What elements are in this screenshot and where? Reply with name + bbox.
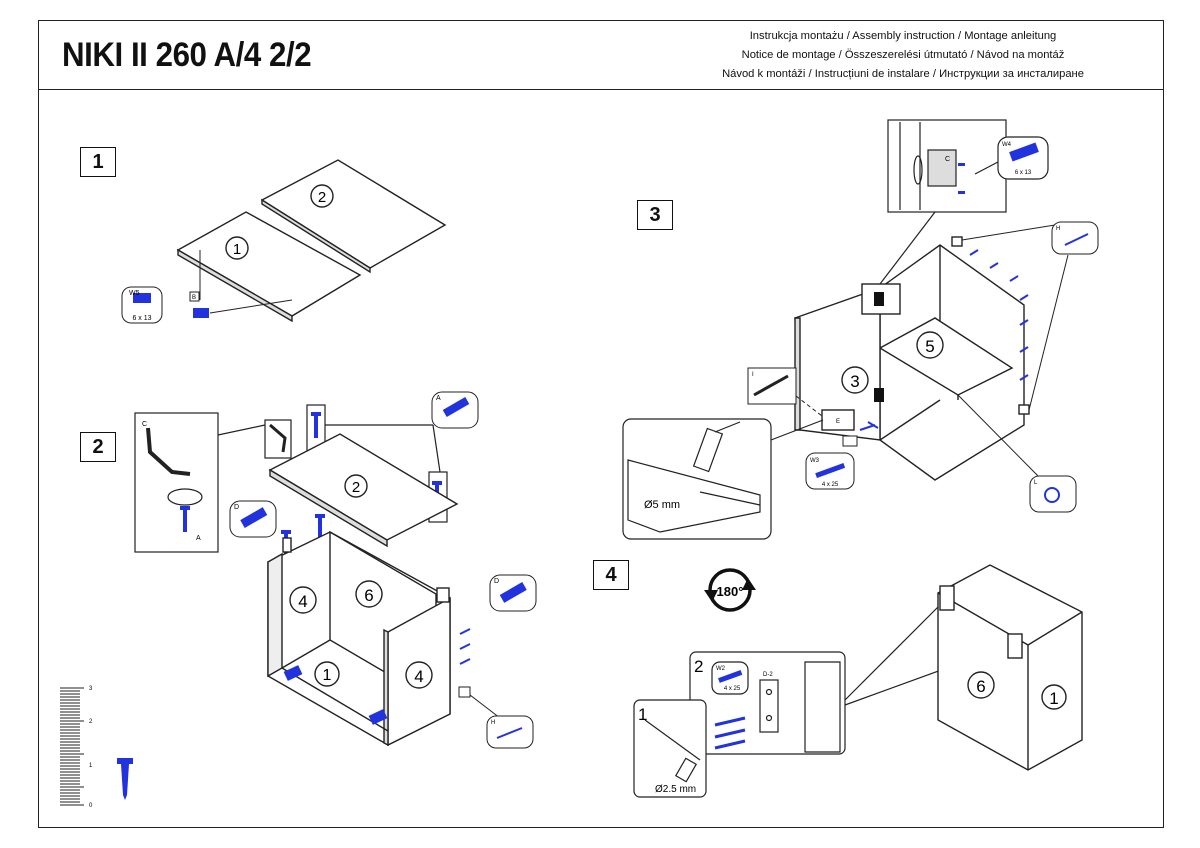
- step2-cabinet-box: [267, 530, 451, 747]
- step1-b-code: B: [192, 295, 196, 301]
- step4-sub1-label: 1: [638, 705, 647, 724]
- step4-w2-code: W2: [716, 666, 726, 672]
- step3-hinges: [874, 292, 884, 402]
- step3-w3-code: W3: [810, 458, 820, 464]
- step1-panel-1: [176, 211, 362, 323]
- step2-panel-6-label: 6: [364, 586, 373, 605]
- step2-a-code: A: [196, 535, 201, 542]
- step2-d2-label: D: [494, 578, 499, 585]
- step2-callout-c: [134, 404, 448, 553]
- step2-hardware-a: [431, 391, 479, 429]
- rotate-180-label: 180°: [717, 584, 744, 599]
- ruler-tick-label: 0: [89, 803, 93, 809]
- step3-e-label: E: [836, 419, 840, 425]
- step1-w5-size: 6 x 13: [132, 315, 151, 322]
- step-number-4: 4: [593, 560, 629, 590]
- step-number-1: 1: [80, 147, 116, 177]
- ruler-tick-label: 1: [89, 763, 93, 769]
- step3-hardware-l: [957, 394, 1077, 513]
- step1-panel-2: [260, 159, 447, 274]
- step2-panel-4-right-label: 4: [414, 667, 423, 686]
- step4-d2-label: D-2: [763, 672, 773, 678]
- subtitle-line: Návod k montáži / Instrucțiuni de instal…: [722, 68, 1084, 80]
- step4-panel-6-label: 6: [976, 677, 985, 696]
- step4-w2-size: 4 x 25: [724, 686, 741, 692]
- step4-drill-size: Ø2.5 mm: [655, 784, 696, 795]
- step3-h-label: H: [1056, 226, 1060, 232]
- step4-sub2-label: 2: [694, 657, 703, 676]
- step1-hardware: [121, 250, 293, 324]
- step3-panel-5-label: 5: [925, 337, 934, 356]
- step1-panel-2-label: 2: [318, 189, 326, 206]
- subtitle-line: Instrukcja montażu / Assembly instructio…: [749, 30, 1057, 42]
- step4-screws: [714, 716, 746, 750]
- step2-d-label: D: [234, 504, 239, 511]
- step3-i-label: I: [752, 372, 754, 378]
- step3-w4-size: 6 x 13: [1015, 170, 1032, 176]
- step3-w4-code: W4: [1002, 142, 1012, 148]
- step4-drill-callout: [633, 699, 707, 798]
- step3-c-code: C: [945, 156, 950, 163]
- step2-panel-1-label: 1: [323, 667, 332, 684]
- step2-panel-2-label: 2: [352, 479, 360, 496]
- step3-panel-3-label: 3: [850, 372, 859, 391]
- step3-hardware-w3: [805, 424, 876, 490]
- step3-drill-size: Ø5 mm: [644, 499, 680, 511]
- step4-panel-1-label: 1: [1049, 689, 1058, 708]
- ruler-tick-label: 2: [89, 719, 93, 725]
- header-divider: [38, 89, 1164, 90]
- step2-a-label: A: [436, 395, 441, 402]
- step3-l-label: L: [1034, 480, 1038, 486]
- ruler-screw-icon: [117, 758, 133, 800]
- step2-h-label: H: [491, 720, 495, 726]
- ruler-tick-label: 3: [89, 686, 93, 692]
- subtitle-line: Notice de montage / Összeszerelési útmut…: [741, 49, 1065, 61]
- page-frame: [38, 20, 1164, 828]
- step3-cabinet: [794, 236, 1030, 481]
- step2-hardware-h: [458, 686, 534, 749]
- step4-cabinet: [937, 564, 1083, 771]
- step2-c-code: C: [142, 421, 147, 428]
- step2-nails: [459, 628, 471, 665]
- document-subtitle: Instrukcja montażu / Assembly instructio…: [668, 27, 1138, 84]
- step1-panel-1-label: 1: [233, 241, 241, 258]
- step2-panel-4-left-label: 4: [298, 592, 307, 611]
- document-title: NIKI II 260 A/4 2/2: [62, 36, 312, 74]
- step3-hinge-callout: [879, 119, 1049, 285]
- step3-hardware-h: [961, 221, 1099, 411]
- rotate-180-icon: [704, 568, 756, 612]
- step3-drill-callout: [622, 418, 824, 540]
- step3-w3-size: 4 x 25: [822, 482, 839, 488]
- step-number-2: 2: [80, 432, 116, 462]
- step1-w5-code: W5: [129, 290, 140, 297]
- step2-brackets: [283, 665, 388, 725]
- scale-ruler: [60, 687, 84, 806]
- step2-top-panel: [268, 433, 459, 548]
- step2-hardware-d: [229, 500, 537, 612]
- step3-hardware-i: [747, 367, 823, 417]
- step-number-3: 3: [637, 200, 673, 230]
